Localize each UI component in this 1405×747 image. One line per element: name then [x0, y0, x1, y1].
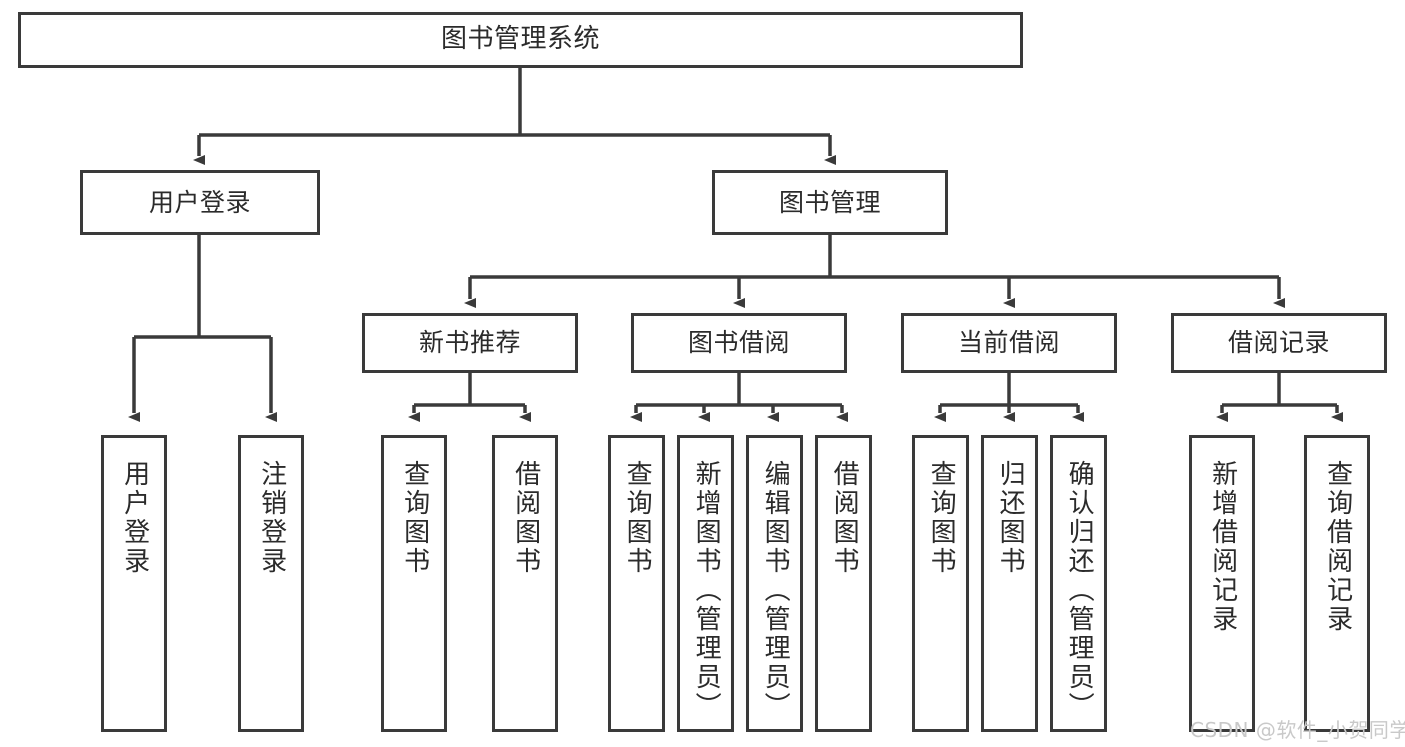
node-current-borrow-label: 当前借阅 [957, 328, 1060, 357]
node-leaf-user-login-label: 用户登录 [119, 460, 150, 576]
node-new-book-recommend[interactable]: 新书推荐 [362, 313, 578, 373]
node-leaf-return-book-label: 归还图书 [995, 460, 1026, 576]
node-leaf-logout-login[interactable]: 注销登录 [238, 435, 304, 732]
node-leaf-add-record-label: 新增借阅记录 [1207, 460, 1238, 634]
node-leaf-user-login[interactable]: 用户登录 [101, 435, 167, 732]
node-leaf-add-record[interactable]: 新增借阅记录 [1189, 435, 1255, 732]
node-leaf-query-book-1-label: 查询图书 [399, 460, 430, 576]
node-leaf-return-book[interactable]: 归还图书 [981, 435, 1038, 732]
node-leaf-add-book[interactable]: 新增图书（管理员） [677, 435, 734, 732]
node-leaf-edit-book[interactable]: 编辑图书（管理员） [746, 435, 803, 732]
node-book-borrow[interactable]: 图书借阅 [631, 313, 847, 373]
node-leaf-logout-login-label: 注销登录 [256, 460, 287, 576]
node-new-book-recommend-label: 新书推荐 [418, 328, 521, 357]
node-leaf-edit-book-label: 编辑图书（管理员） [760, 460, 791, 721]
node-leaf-borrow-book-2[interactable]: 借阅图书 [815, 435, 872, 732]
node-user-login-label: 用户登录 [148, 187, 251, 217]
node-book-borrow-label: 图书借阅 [687, 328, 790, 357]
node-borrow-record-label: 借阅记录 [1227, 328, 1330, 357]
node-leaf-borrow-book-2-label: 借阅图书 [829, 460, 860, 576]
node-user-login[interactable]: 用户登录 [80, 170, 320, 235]
node-leaf-query-book-3[interactable]: 查询图书 [912, 435, 969, 732]
node-leaf-query-book-3-label: 查询图书 [926, 460, 957, 576]
node-leaf-borrow-book-1-label: 借阅图书 [510, 460, 541, 576]
node-leaf-query-book-2[interactable]: 查询图书 [608, 435, 665, 732]
node-leaf-query-book-2-label: 查询图书 [622, 460, 653, 576]
node-current-borrow[interactable]: 当前借阅 [901, 313, 1117, 373]
node-leaf-query-record[interactable]: 查询借阅记录 [1304, 435, 1370, 732]
node-leaf-add-book-label: 新增图书（管理员） [691, 460, 722, 721]
node-leaf-confirm-return-label: 确认归还（管理员） [1064, 460, 1095, 721]
node-leaf-query-book-1[interactable]: 查询图书 [381, 435, 447, 732]
node-leaf-confirm-return[interactable]: 确认归还（管理员） [1050, 435, 1107, 732]
node-root[interactable]: 图书管理系统 [18, 12, 1023, 68]
node-borrow-record[interactable]: 借阅记录 [1171, 313, 1387, 373]
csdn-watermark: CSDN @软件_小贺同学 [1190, 718, 1405, 742]
node-root-label: 图书管理系统 [440, 24, 600, 55]
node-leaf-borrow-book-1[interactable]: 借阅图书 [492, 435, 558, 732]
node-book-manage-label: 图书管理 [778, 187, 881, 217]
node-leaf-query-record-label: 查询借阅记录 [1322, 460, 1353, 634]
node-book-manage[interactable]: 图书管理 [712, 170, 948, 235]
